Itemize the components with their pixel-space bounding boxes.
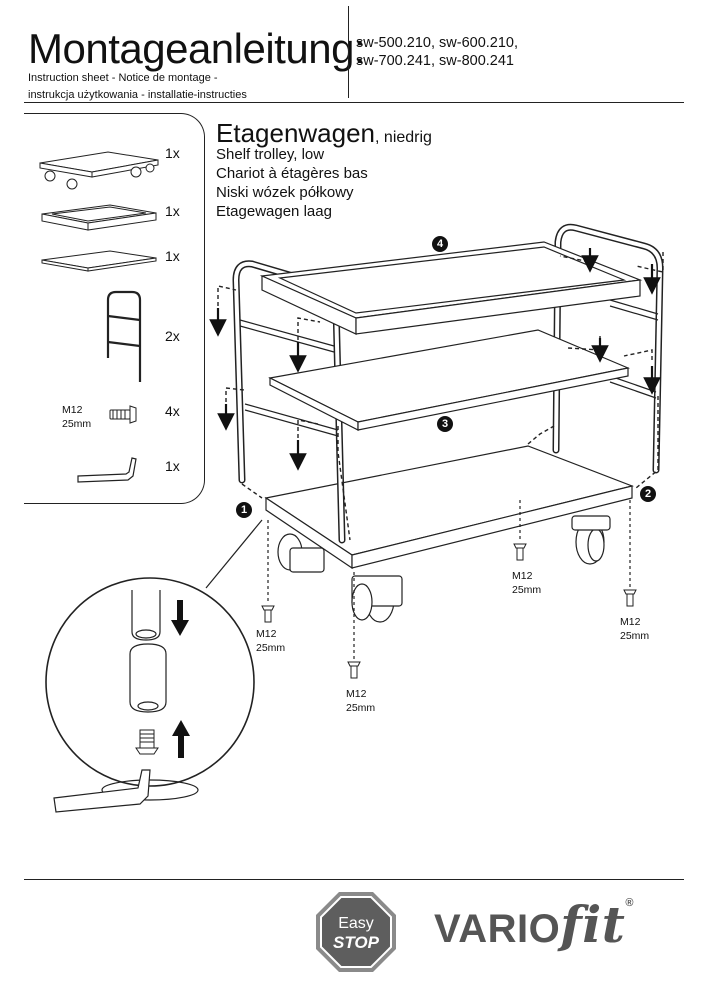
subtitle-line-1: Instruction sheet - Notice de montage - [28, 72, 218, 84]
part-qty-frame: 1x [165, 145, 180, 161]
models-line-2: sw-700.241, sw-800.241 [356, 53, 514, 69]
product-name-en: Shelf trolley, low [216, 146, 325, 163]
header-divider [348, 6, 349, 98]
product-title: Etagenwagen, niedrig [216, 118, 432, 153]
screw-label-front-length: 25mm [346, 702, 376, 714]
product-name-pl: Niski wózek półkowy [216, 184, 354, 201]
part-qty-tray: 1x [165, 203, 180, 219]
screw-label-front-size: M12 [346, 688, 367, 700]
step-marker-4: 4 [432, 236, 448, 252]
screw-label-center-length: 25mm [512, 584, 542, 596]
page-title: Montageanleitung: [28, 25, 366, 72]
easystop-logo-icon: Easy STOP [316, 892, 396, 972]
step-marker-3: 3 [437, 416, 453, 432]
part-qty-board: 1x [165, 248, 180, 264]
product-name: Etagenwagen [216, 118, 376, 148]
frame-crossbars [239, 299, 659, 437]
screw-label-right-length: 25mm [620, 630, 650, 642]
brand-registered: ® [625, 897, 634, 909]
shelf-board-icon [41, 250, 157, 272]
variofit-logo: VARIOfit® [434, 895, 634, 955]
detail-plug [129, 643, 167, 713]
screw-icon [109, 405, 137, 424]
middle-shelf [268, 329, 631, 431]
screw-label-left-size: M12 [256, 628, 277, 640]
top-tray [259, 241, 643, 335]
easystop-line1: Easy [338, 915, 374, 932]
screw-label-right-size: M12 [620, 616, 641, 628]
brand-vario: VARIO [434, 907, 561, 951]
product-name-nl: Etagewagen laag [216, 203, 332, 220]
parts-list-box [24, 113, 205, 504]
detail-hex-key [53, 769, 199, 813]
screw-label-left-length: 25mm [256, 642, 286, 654]
part-qty-sideframe: 2x [165, 328, 180, 344]
product-name-suffix: , niedrig [375, 129, 432, 146]
models-line-1: sw-500.210, sw-600.210, [356, 35, 519, 51]
hex-key-icon [77, 457, 137, 483]
part-qty-screw: 4x [165, 403, 180, 419]
base-screws [261, 543, 637, 679]
brand-fit: fit [560, 895, 626, 954]
base-platform [264, 445, 634, 570]
easystop-line2: STOP [333, 933, 380, 952]
detail-callout-line [205, 519, 263, 589]
step-marker-1: 1 [236, 502, 252, 518]
product-name-fr: Chariot à étagères bas [216, 165, 368, 182]
base-frame-with-castors-icon [39, 151, 159, 190]
side-frame-icon [106, 290, 142, 382]
detail-arrows [171, 600, 190, 758]
screw-guides [267, 500, 631, 660]
castor-wheels [277, 515, 611, 623]
part-screw-size: M12 [62, 404, 83, 416]
footer-rule [24, 879, 684, 880]
part-qty-hexkey: 1x [165, 458, 180, 474]
detail-tube [131, 590, 161, 641]
side-frame-right-inner [554, 225, 663, 472]
shelf-tray-icon [41, 204, 157, 231]
subtitle-line-2: instrukcja użytkowania - installatie-ins… [28, 89, 247, 101]
step-marker-2: 2 [640, 486, 656, 502]
down-arrows [209, 248, 661, 471]
part-screw-length: 25mm [62, 418, 92, 430]
detail-screw [135, 729, 159, 755]
screw-label-center-size: M12 [512, 570, 533, 582]
header-rule [24, 102, 684, 103]
